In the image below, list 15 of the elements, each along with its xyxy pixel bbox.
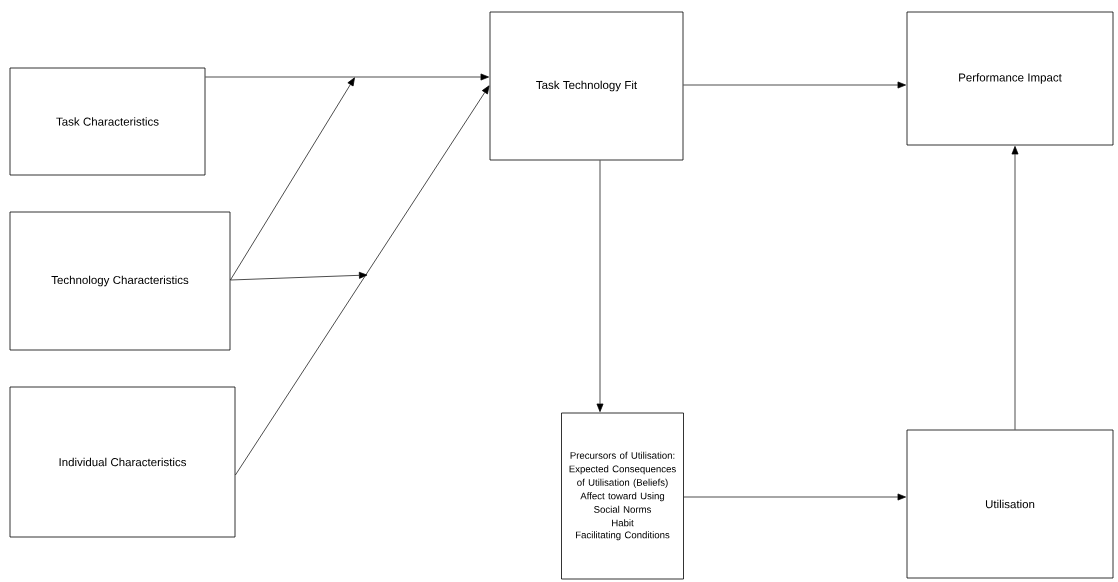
process-box: Performance Impact [906, 11, 1114, 146]
process-box: Individual Characteristics [9, 386, 236, 538]
process-box: Task Technology Fit [489, 11, 684, 161]
arrow [683, 493, 906, 501]
arrow [596, 160, 604, 412]
arrow [205, 73, 489, 81]
arrow [235, 85, 490, 476]
arrow [1011, 146, 1019, 430]
process-box: Task Characteristics [9, 67, 206, 176]
arrow [230, 271, 368, 281]
process-box: Technology Characteristics [9, 211, 231, 351]
process-box: Precursors of Utilisation: Expected Consequences of Utilisation (Beliefs) Affect toward Using Social Norms Habit Facilitating Conditions [561, 412, 684, 580]
process-box: Utilisation [906, 429, 1114, 579]
arrow [683, 81, 906, 89]
arrow [230, 77, 355, 281]
